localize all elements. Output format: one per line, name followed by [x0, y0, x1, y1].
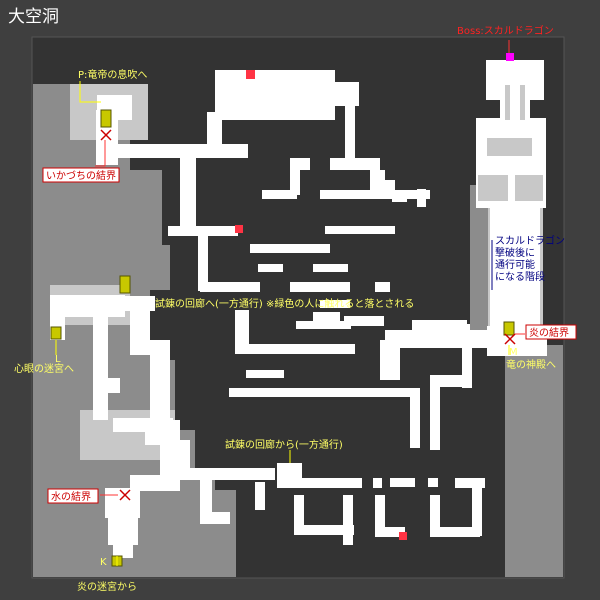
p-exit-label: P:竜帝の息吹へ [78, 68, 147, 81]
tower-inner-block-top [487, 138, 532, 156]
exit-marker-center-icon [235, 225, 243, 233]
cross-mark-icon [100, 129, 516, 501]
boss-label: Boss:スカルドラゴン [457, 24, 554, 37]
exit-marker-north-icon [246, 70, 255, 79]
skull-note-line-1: スカルドラゴン [495, 234, 565, 247]
honoo-label-box [525, 324, 577, 340]
southeast-wall [505, 345, 563, 577]
page-title: 大空洞 [8, 7, 59, 27]
trial-one-way-to-label: 試錬の回廊へ(一方通行) ※緑色の人に触れると落とされる [155, 297, 414, 310]
skull-note-label: スカルドラゴン 撃破後に 通行可能 になる階段 [495, 234, 565, 283]
tower-inner-block-right [515, 175, 543, 201]
ryuu-shinden-label: 竜の神殿へ [506, 358, 556, 371]
east-pillar-wall [470, 185, 488, 345]
mizu-barrier-label: 水の結界 [51, 490, 91, 503]
tower-inner-block-left [478, 175, 508, 201]
ikazuchi-barrier-label: いかづちの結界 [46, 169, 116, 182]
tower-inner-pillar-right [520, 85, 525, 120]
ikazuchi-label-box [42, 167, 120, 183]
p-label-bg [76, 68, 169, 81]
skull-note-line-2: 撃破後に [495, 246, 535, 259]
honoo-barrier-label: 炎の結界 [529, 326, 569, 339]
door-marker-l-icon [50, 326, 62, 340]
mizu-label-box [47, 488, 99, 504]
skull-note-line-4: になる階段 [495, 270, 545, 283]
boss-marker-icon [506, 53, 514, 61]
trial-one-way-from-label: 試錬の回廊から(一方通行) [225, 438, 343, 451]
door-marker-upper-icon [119, 275, 131, 294]
door-marker-m-icon [503, 321, 515, 336]
exit-marker-south-icon [399, 532, 407, 540]
honoo-meikyu-label: 炎の迷宮から [77, 580, 137, 593]
skull-note-line-3: 通行可能 [495, 258, 535, 271]
l-exit-label: L [55, 354, 61, 365]
leader-lines [55, 40, 525, 566]
k-exit-label: K [100, 557, 107, 568]
tower-inner-pillar-left [505, 85, 510, 120]
shingan-label: 心眼の迷宮へ [14, 362, 74, 375]
door-marker-p-icon [100, 109, 112, 128]
m-exit-label: M [509, 347, 518, 358]
